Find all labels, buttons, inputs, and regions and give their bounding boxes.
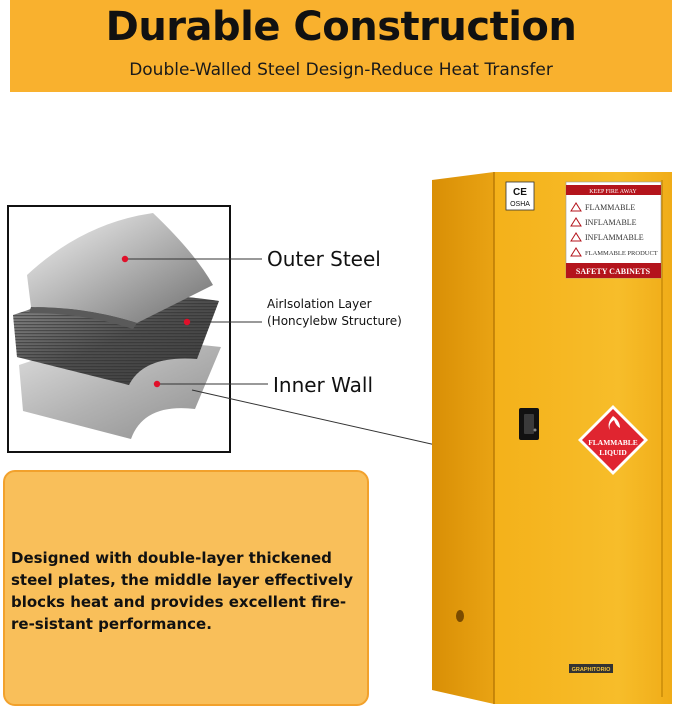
info-text: Designed with double-layer thickened ste… bbox=[11, 549, 353, 633]
info-panel: Designed with double-layer thickened ste… bbox=[3, 470, 369, 706]
diamond-line-2: LIQUID bbox=[599, 448, 627, 457]
outer-steel-label: Outer Steel bbox=[267, 247, 381, 271]
outer-steel-plate bbox=[27, 213, 213, 323]
ce-osha-label bbox=[505, 181, 535, 211]
warning-sign bbox=[565, 181, 662, 279]
cabinet-pointer-line bbox=[191, 389, 450, 449]
layers-illustration bbox=[7, 205, 231, 453]
air-layer-label: AirIsolation Layer bbox=[267, 297, 372, 311]
cabinet-vent-hole bbox=[456, 610, 464, 622]
honeycomb-texture bbox=[13, 295, 219, 385]
sign-line: INFLAMMABLE bbox=[585, 233, 644, 242]
page-subtitle: Double-Walled Steel Design-Reduce Heat T… bbox=[129, 60, 553, 80]
lock-keyhole bbox=[533, 428, 537, 432]
sign-line: INFLAMABLE bbox=[585, 218, 637, 227]
osha-mark: OSHA bbox=[510, 201, 530, 208]
brand-plate bbox=[569, 664, 613, 673]
sign-line: FLAMMABLE bbox=[585, 203, 635, 212]
safety-cabinet: CE OSHA KEEP FIRE AWAY FLAMMABLE INFLAMA… bbox=[432, 172, 672, 704]
flammable-diamond-inner bbox=[582, 409, 644, 471]
ce-mark: CE bbox=[513, 187, 527, 198]
layers-image bbox=[13, 213, 221, 439]
sign-header-band bbox=[566, 185, 661, 195]
air-layer-sublabel: (Honcylebw Structure) bbox=[267, 314, 402, 328]
page-title: Durable Construction bbox=[105, 4, 577, 50]
sign-footer: SAFETY CABINETS bbox=[576, 267, 651, 276]
outer-steel-marker bbox=[121, 255, 129, 263]
flame-warning-icon bbox=[570, 217, 582, 227]
flame-warning-icon bbox=[570, 247, 582, 257]
sign-line: FLAMMABLE PRODUCT bbox=[585, 250, 658, 257]
header-banner: Durable Construction Double-Walled Steel… bbox=[10, 0, 672, 92]
air-layer-marker bbox=[183, 318, 191, 326]
cabinet-side bbox=[432, 172, 494, 704]
flame-warning-icon bbox=[570, 232, 582, 242]
brand-plate-text: GRAPHITORIO bbox=[572, 667, 611, 673]
cabinet-lock bbox=[524, 414, 534, 434]
inner-wall-marker bbox=[153, 380, 161, 388]
inner-wall-label: Inner Wall bbox=[273, 373, 373, 397]
sign-header: KEEP FIRE AWAY bbox=[589, 189, 637, 195]
flame-icon bbox=[608, 416, 620, 430]
diamond-line-1: FLAMMABLE bbox=[588, 438, 638, 447]
sign-footer-band bbox=[566, 263, 661, 278]
outer-steel-edge bbox=[29, 307, 137, 329]
flame-warning-icon bbox=[570, 202, 582, 212]
